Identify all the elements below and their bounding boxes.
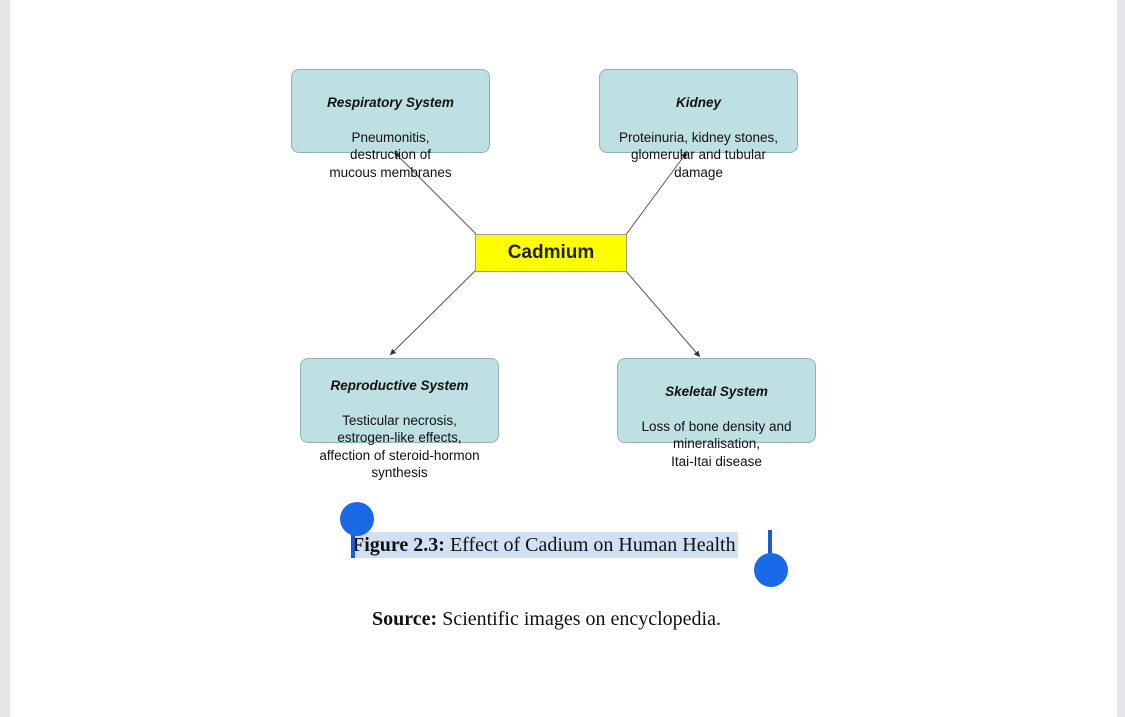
kidney-effects: Proteinuria, kidney stones, glomerular a… xyxy=(618,129,779,180)
source-line: Source: Scientific images on encyclopedi… xyxy=(372,608,721,631)
arrow-to-respiratory xyxy=(393,151,479,237)
figure-caption-label[interactable]: Figure 2.3: xyxy=(352,534,445,556)
skeletal-system-effects: Loss of bone density and mineralisation,… xyxy=(641,418,792,469)
source-label: Source: xyxy=(372,608,438,630)
arrow-to-skeletal xyxy=(624,269,701,358)
kidney-title: Kidney xyxy=(675,94,721,110)
selection-end-handle[interactable] xyxy=(754,553,788,587)
reproductive-system-title: Reproductive System xyxy=(330,377,469,393)
arrow-to-reproductive xyxy=(389,269,477,356)
skeletal-system-title: Skeletal System xyxy=(665,383,768,399)
arrow-to-kidney xyxy=(624,151,688,237)
respiratory-system-effects: Pneumonitis, destruction of mucous membr… xyxy=(329,129,452,180)
cadmium-center-node: Cadmium xyxy=(475,234,627,272)
reproductive-system-effects: Testicular necrosis, estrogen-like effec… xyxy=(319,412,480,481)
kidney-box: Kidney Proteinuria, kidney stones, glome… xyxy=(599,69,798,180)
selection-end-bar xyxy=(768,530,772,558)
respiratory-system-title: Respiratory System xyxy=(327,94,454,110)
selection-start-bar xyxy=(351,530,355,558)
figure-caption-selected-text[interactable]: Figure 2.3: Effect of Cadium on Human He… xyxy=(352,532,738,558)
reproductive-system-box: Reproductive System Testicular necrosis,… xyxy=(300,358,499,480)
document-page xyxy=(10,0,1117,717)
skeletal-system-box: Skeletal System Loss of bone density and… xyxy=(617,358,816,469)
source-text: Scientific images on encyclopedia. xyxy=(437,608,721,630)
selection-start-handle[interactable] xyxy=(340,502,374,536)
respiratory-system-box: Respiratory System Pneumonitis, destruct… xyxy=(291,69,490,180)
figure-caption-text[interactable]: Effect of Cadium on Human Health xyxy=(444,534,736,556)
